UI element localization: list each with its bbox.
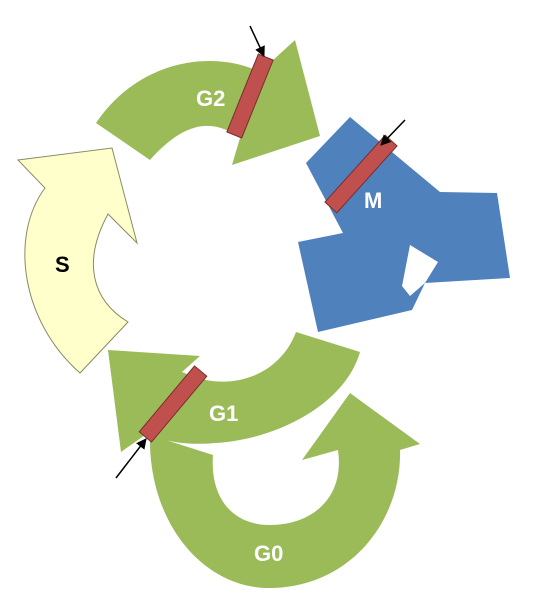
g1-checkpoint-bar xyxy=(138,365,208,443)
g1-checkpoint-arrow xyxy=(115,438,147,479)
g1-phase-arrow xyxy=(108,332,360,452)
s-label: S xyxy=(55,252,70,277)
m-checkpoint-arrow xyxy=(380,119,406,146)
g2-checkpoint-bar xyxy=(226,53,274,139)
s-phase-arrow xyxy=(16,147,138,374)
m-phase-arrow xyxy=(298,117,510,332)
g1-label: G1 xyxy=(209,401,238,426)
g0-label: G0 xyxy=(254,541,283,566)
g2-checkpoint-arrow xyxy=(249,25,265,57)
m-label: M xyxy=(364,188,382,213)
g2-label: G2 xyxy=(196,86,225,111)
g0-phase-arrow xyxy=(149,393,420,589)
